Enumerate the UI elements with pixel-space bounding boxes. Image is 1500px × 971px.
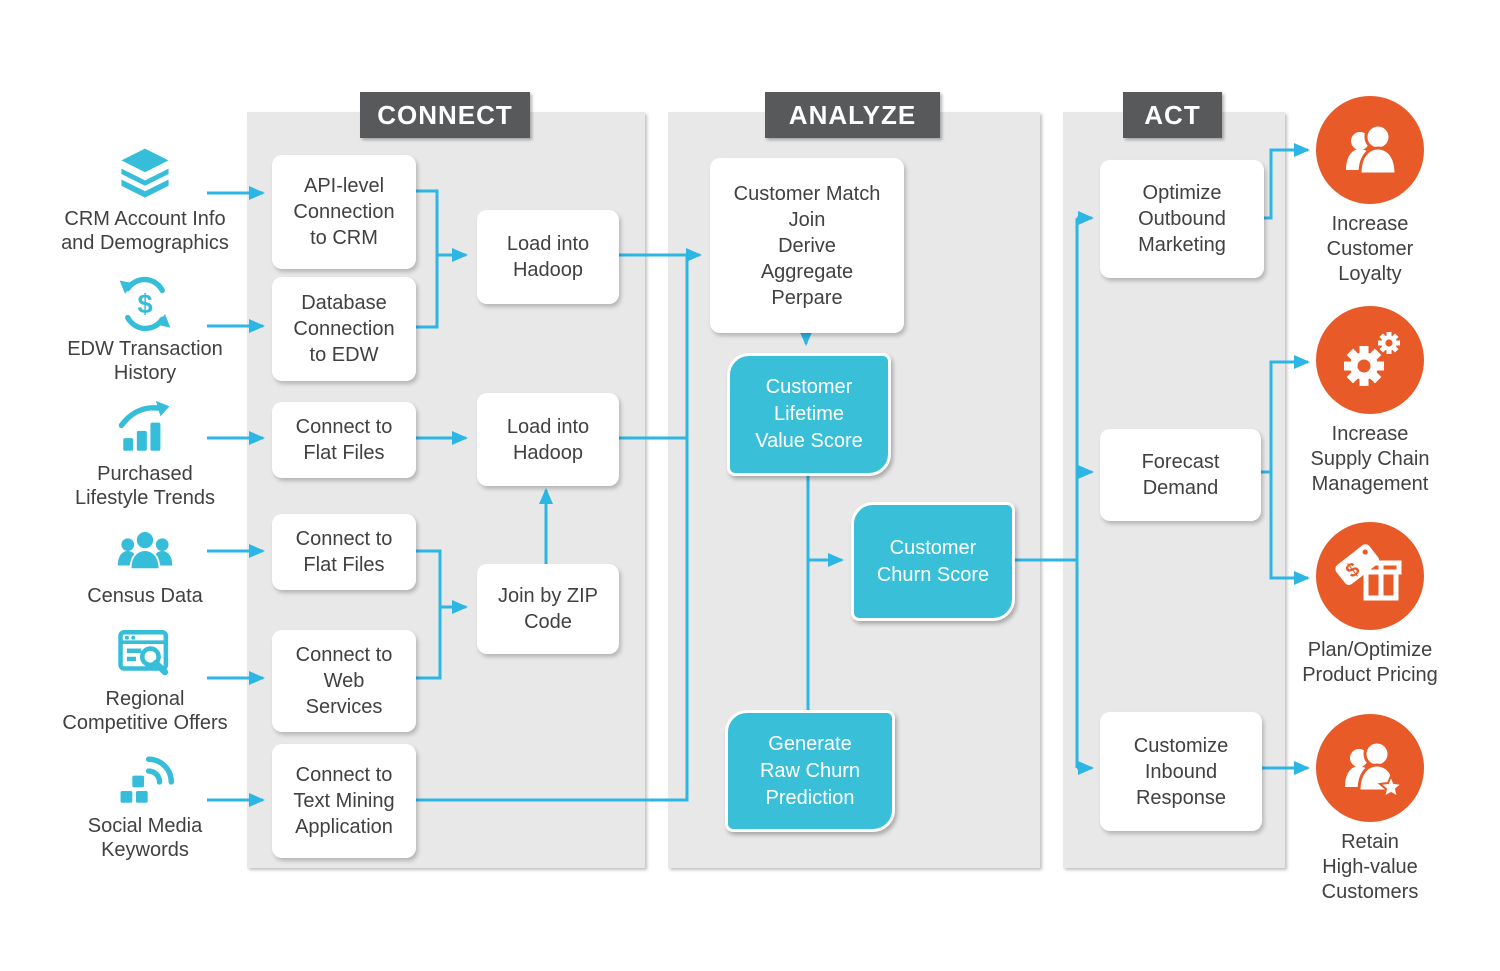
source-social: Social Media Keywords: [30, 752, 260, 863]
source-label: CRM Account Info and Demographics: [61, 208, 229, 255]
source-crm: CRM Account Info and Demographics: [30, 145, 260, 256]
customers-icon: [1346, 123, 1398, 176]
box-load-into-hadoop-1: Load into Hadoop: [477, 210, 619, 304]
box-connect-flat-files-1: Connect to Flat Files: [272, 402, 416, 478]
gears-icon: [1344, 332, 1401, 386]
outcome-circle: [1316, 306, 1424, 414]
box-customer-churn-score: Customer Churn Score: [851, 502, 1015, 621]
box-customer-match-prepare: Customer Match Join Derive Aggregate Per…: [710, 158, 904, 333]
outcome-label: Increase Supply Chain Management: [1310, 423, 1430, 495]
source-label: Census Data: [87, 585, 203, 607]
box-optimize-outbound: Optimize Outbound Marketing: [1100, 160, 1264, 278]
outcome-circle: $: [1316, 522, 1424, 630]
source-label: Purchased Lifestyle Trends: [74, 463, 216, 510]
browser-search-icon: [118, 629, 169, 676]
outcome-label: Increase Customer Loyalty: [1326, 213, 1414, 285]
customer-star-icon: [1345, 740, 1405, 800]
people-group-icon: [117, 530, 173, 571]
box-connect-text-mining: Connect to Text Mining Application: [272, 744, 416, 858]
source-label: Regional Competitive Offers: [62, 688, 228, 735]
act-header: ACT: [1123, 92, 1222, 138]
outcome-label: Retain High-value Customers: [1321, 831, 1419, 903]
source-label: Social Media Keywords: [87, 815, 203, 862]
layers-icon: [121, 148, 169, 198]
svg-text:$: $: [137, 288, 152, 319]
source-regional: Regional Competitive Offers: [30, 625, 260, 736]
outcome-circle: [1316, 96, 1424, 204]
growth-chart-icon: [118, 400, 170, 451]
social-keywords-icon: [120, 756, 174, 803]
box-generate-raw-churn: Generate Raw Churn Prediction: [725, 710, 895, 832]
source-lifestyle: Purchased Lifestyle Trends: [30, 400, 260, 511]
outcome-customer-loyalty: Increase Customer Loyalty: [1280, 96, 1460, 287]
box-customize-inbound: Customize Inbound Response: [1100, 712, 1262, 831]
box-database-connection-edw: Database Connection to EDW: [272, 277, 416, 381]
outcome-circle: [1316, 714, 1424, 822]
source-census: Census Data: [30, 522, 260, 608]
source-label: EDW Transaction History: [67, 338, 223, 385]
source-edw: $ EDW Transaction History: [30, 275, 260, 386]
box-forecast-demand: Forecast Demand: [1100, 429, 1261, 521]
outcome-product-pricing: $ Plan/Optimize Product Pricing: [1280, 522, 1460, 688]
connect-header: CONNECT: [360, 92, 530, 138]
outcome-retain-customers: Retain High-value Customers: [1280, 714, 1460, 905]
outcome-label: Plan/Optimize Product Pricing: [1302, 639, 1438, 686]
outcome-supply-chain: Increase Supply Chain Management: [1280, 306, 1460, 497]
box-load-into-hadoop-2: Load into Hadoop: [477, 393, 619, 486]
price-tag-gift-icon: $: [1335, 544, 1402, 601]
box-connect-web-services: Connect to Web Services: [272, 630, 416, 732]
box-api-connection-crm: API-level Connection to CRM: [272, 155, 416, 269]
box-connect-flat-files-2: Connect to Flat Files: [272, 514, 416, 590]
box-join-by-zip: Join by ZIP Code: [477, 564, 619, 654]
sync-dollar-icon: $: [119, 276, 171, 332]
box-customer-lifetime-value: Customer Lifetime Value Score: [727, 353, 891, 476]
analyze-header: ANALYZE: [765, 92, 940, 138]
